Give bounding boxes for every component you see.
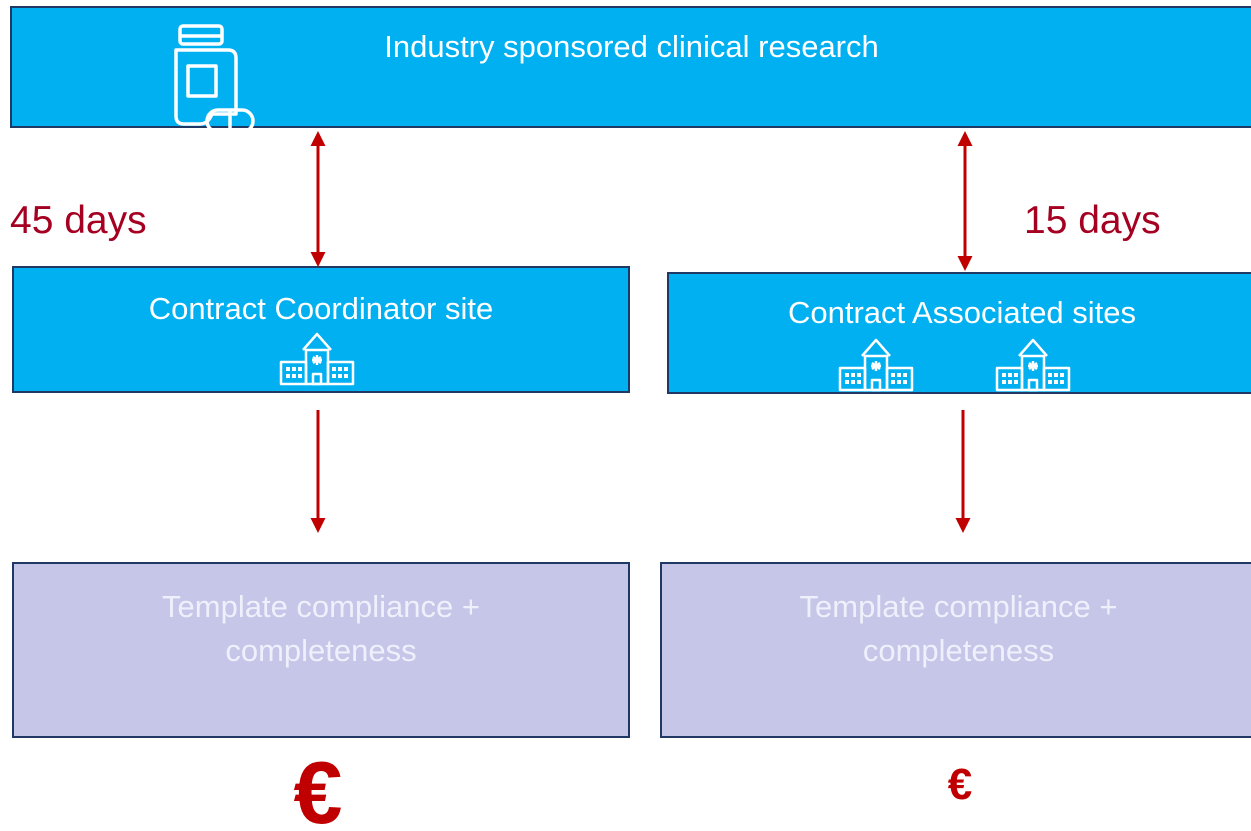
header-title: Industry sponsored clinical research xyxy=(384,29,879,64)
template-label-left-line2: completeness xyxy=(225,633,417,668)
template-box-right: Template compliance + completeness xyxy=(660,562,1251,738)
days-label-right: 15 days xyxy=(1024,199,1161,242)
contract-associated-box: Contract Associated sites xyxy=(667,272,1251,394)
contract-coordinator-label: Contract Coordinator site xyxy=(148,291,494,326)
contract-associated-label: Contract Associated sites xyxy=(787,295,1137,330)
template-label-right-line1: Template compliance + xyxy=(799,589,1118,624)
header-box: Industry sponsored clinical research xyxy=(10,6,1251,128)
template-label-right-line2: completeness xyxy=(862,633,1055,668)
contract-coordinator-box: Contract Coordinator site xyxy=(12,266,630,393)
days-label-left: 45 days xyxy=(10,199,147,242)
cost-symbol-left: € xyxy=(293,743,343,831)
template-box-left: Template compliance + completeness xyxy=(12,562,630,738)
template-label-left-line1: Template compliance + xyxy=(162,589,480,624)
cost-symbol-right: € xyxy=(947,760,973,809)
